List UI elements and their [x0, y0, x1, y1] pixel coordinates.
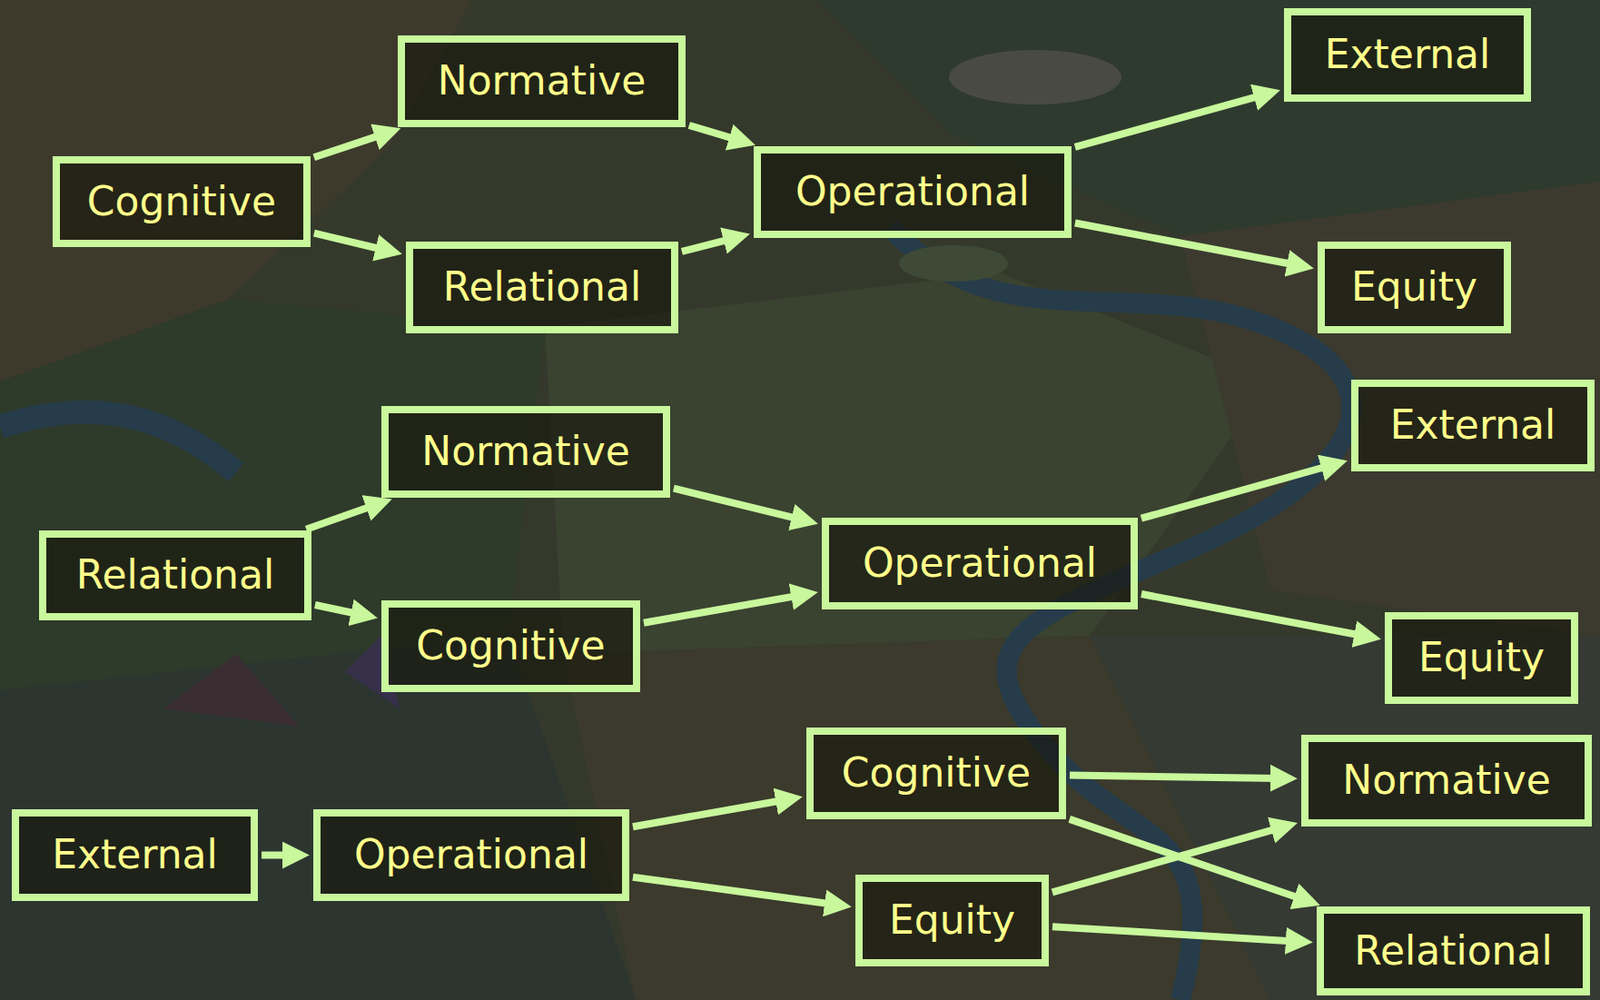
- concept-box: Normative: [397, 35, 686, 128]
- concept-box: Relational: [1316, 906, 1591, 996]
- arrow-connector: [306, 504, 376, 530]
- concept-box: Relational: [405, 241, 679, 334]
- arrow-connector: [1075, 95, 1264, 148]
- concept-box: Operational: [821, 517, 1138, 610]
- concept-box: Operational: [313, 809, 630, 901]
- concept-box: Equity: [1384, 612, 1579, 704]
- arrow-connector: [632, 877, 834, 905]
- concept-box: External: [11, 809, 258, 901]
- arrow-connector: [632, 800, 785, 827]
- arrow-connector: [681, 238, 733, 252]
- box-label: Cognitive: [841, 750, 1031, 795]
- box-label: Equity: [1418, 635, 1545, 680]
- box-label: Operational: [795, 169, 1030, 214]
- concept-box: Relational: [39, 530, 312, 621]
- concept-box: External: [1351, 379, 1595, 472]
- concept-box: Normative: [1301, 734, 1592, 827]
- box-label: Relational: [443, 265, 642, 309]
- box-label: Relational: [1353, 928, 1552, 973]
- concept-box: Equity: [855, 874, 1049, 967]
- box-label: Equity: [1351, 265, 1478, 309]
- box-label: External: [51, 832, 218, 877]
- arrow-connector: [689, 125, 739, 140]
- box-label: Normative: [421, 429, 631, 474]
- box-label: Normative: [1342, 758, 1551, 802]
- concept-box: Operational: [753, 146, 1072, 238]
- arrow-connector: [1052, 926, 1295, 941]
- arrow-connector: [314, 134, 385, 159]
- arrow-connector: [261, 851, 292, 860]
- concept-box: Normative: [381, 405, 671, 498]
- box-label: Normative: [437, 59, 647, 103]
- concept-box: Equity: [1317, 241, 1512, 334]
- box-label: Equity: [888, 898, 1016, 942]
- arrow-connector: [1052, 827, 1281, 892]
- arrow-connector: [1075, 223, 1296, 266]
- arrow-connector: [315, 604, 361, 614]
- concept-box: External: [1283, 8, 1531, 102]
- box-label: Cognitive: [87, 179, 277, 224]
- box-label: External: [1390, 403, 1557, 447]
- concept-box: Cognitive: [381, 600, 641, 692]
- concept-box: Cognitive: [806, 727, 1067, 820]
- box-label: Operational: [354, 832, 589, 877]
- arrow-connector: [673, 488, 801, 520]
- concept-box: Cognitive: [52, 156, 311, 247]
- arrow-connector: [1069, 775, 1280, 779]
- arrow-connector: [1141, 593, 1363, 636]
- box-label: Relational: [76, 553, 275, 597]
- box-label: External: [1324, 32, 1492, 77]
- box-label: Cognitive: [415, 623, 605, 668]
- arrow-connector: [643, 594, 800, 623]
- box-label: Operational: [862, 541, 1097, 585]
- arrow-connector: [1141, 464, 1331, 518]
- arrow-connector: [314, 233, 386, 251]
